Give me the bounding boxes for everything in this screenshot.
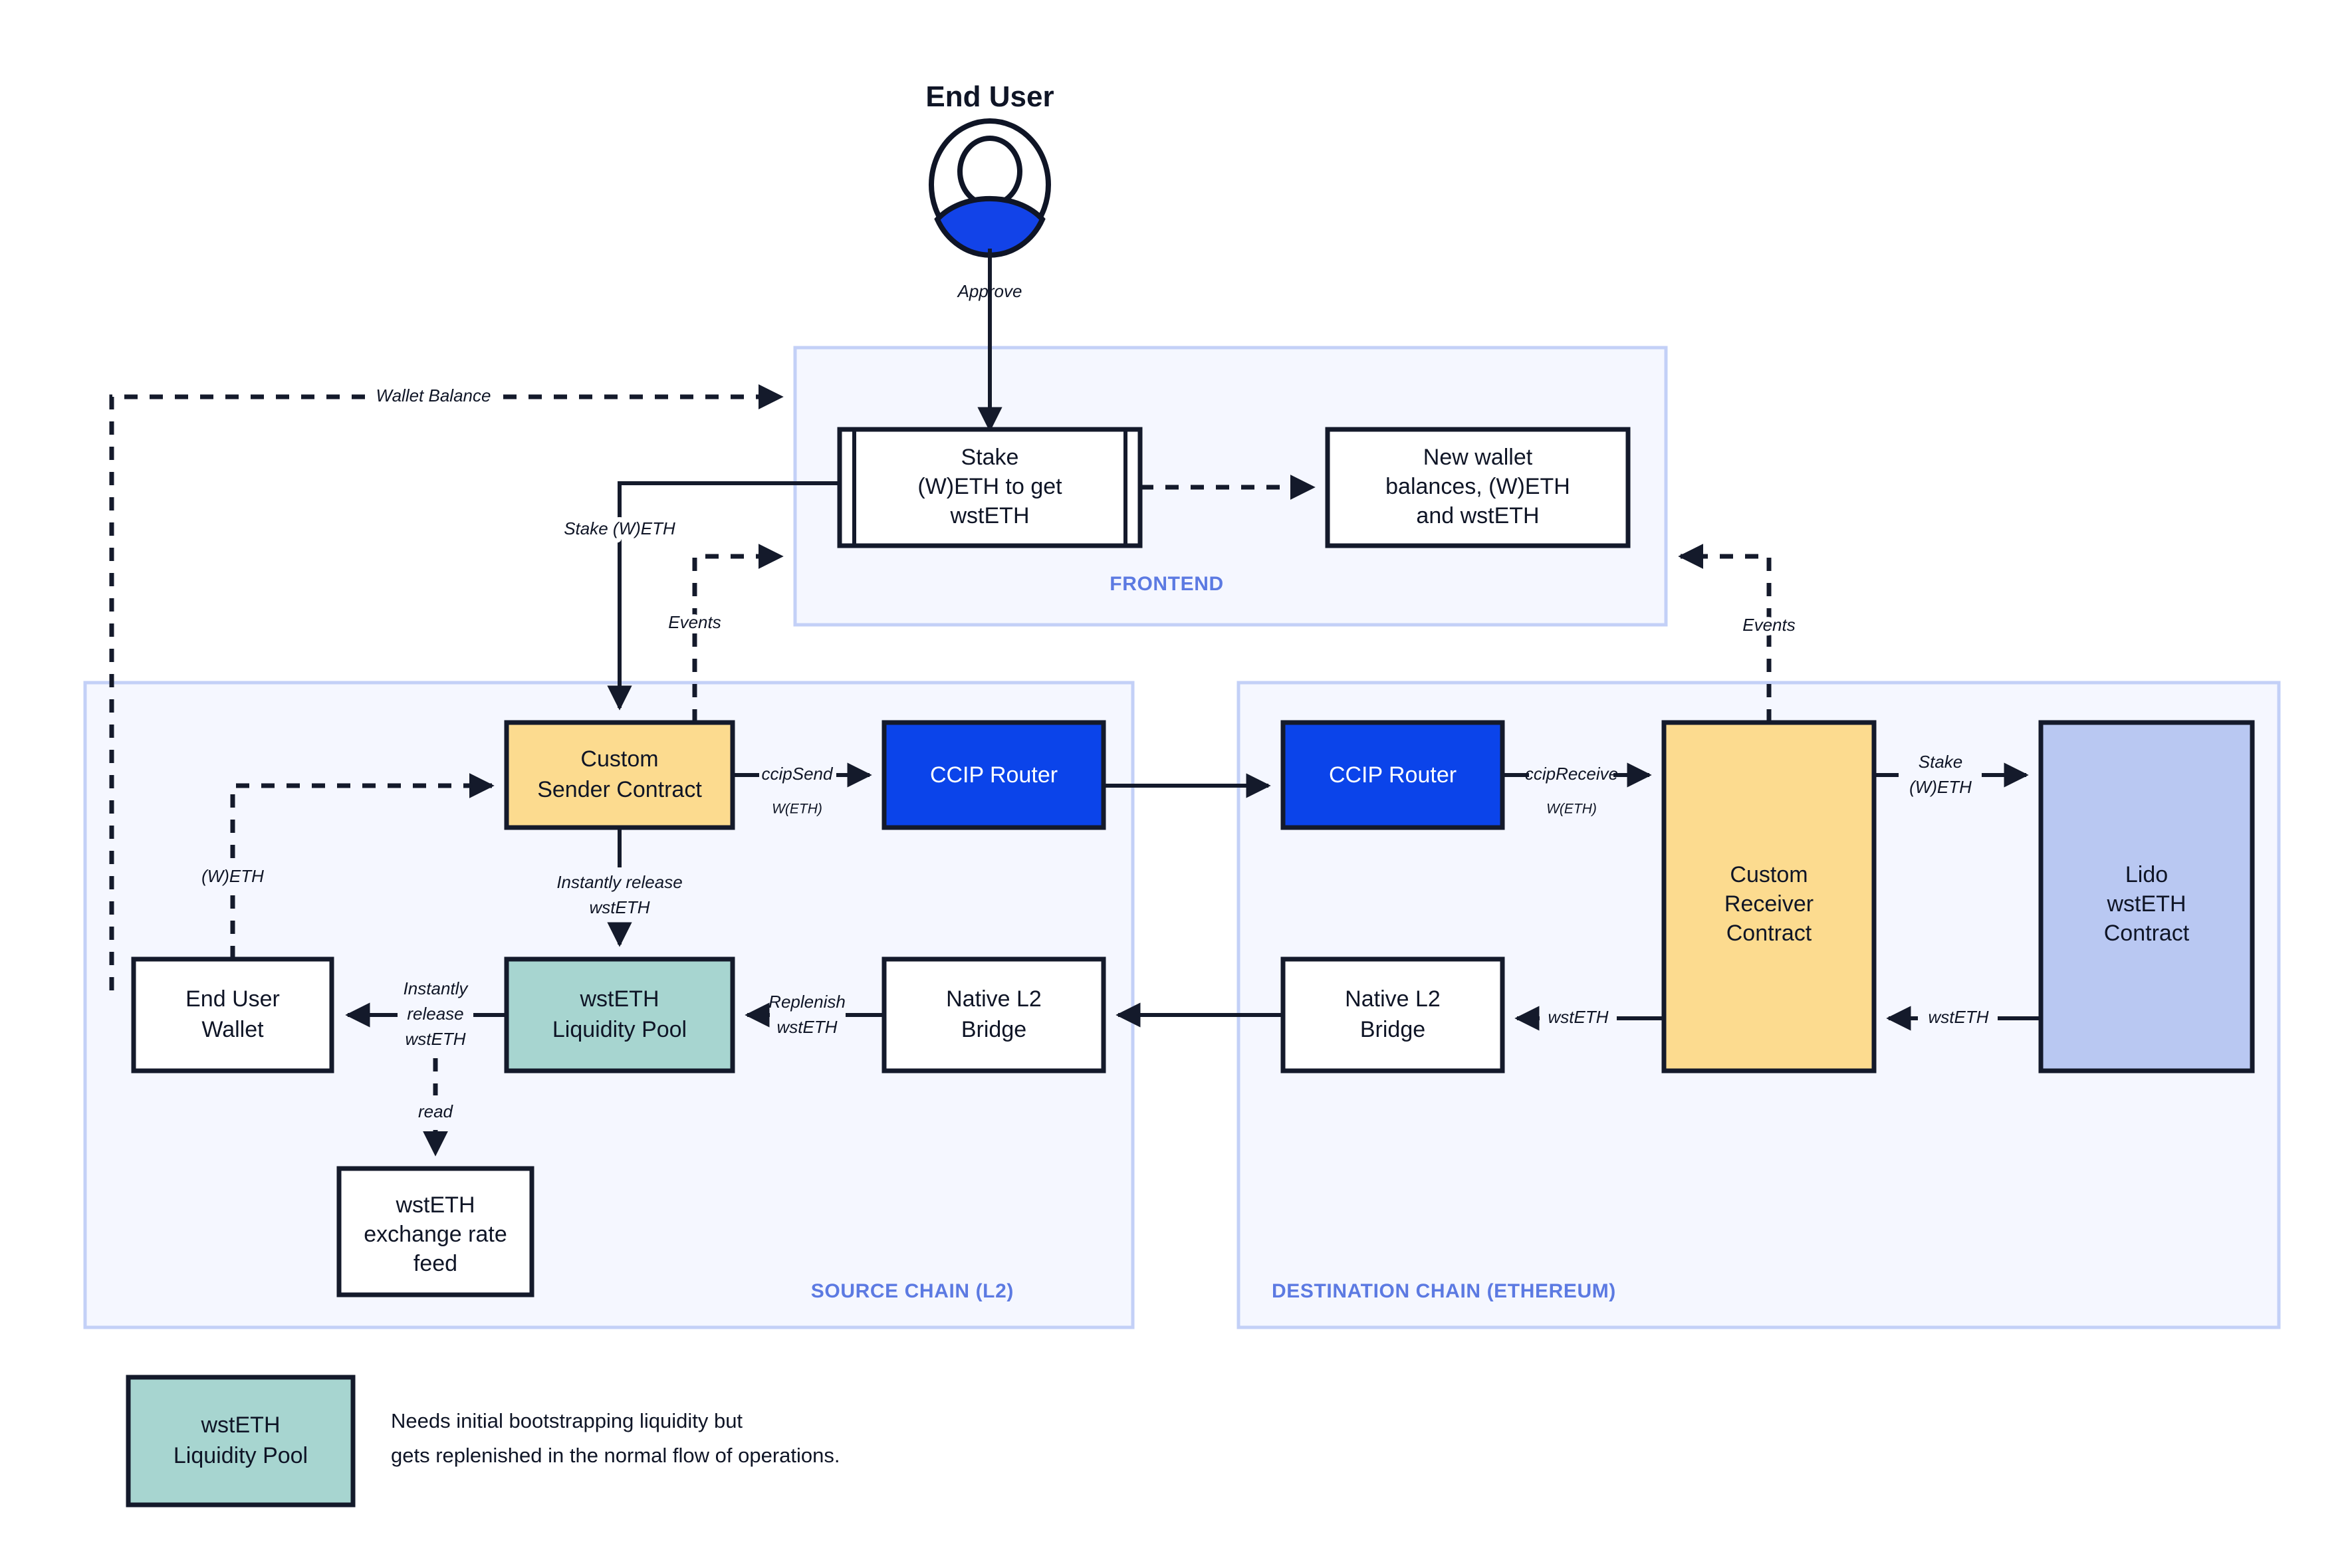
edge-release-wallet-line1: Instantly xyxy=(404,978,469,998)
node-stake-form-line1: Stake xyxy=(961,445,1019,470)
node-wsteth-liquidity-pool[interactable]: wstETH Liquidity Pool xyxy=(504,956,735,1073)
node-new-balances[interactable]: New wallet balances, (W)ETH and wstETH xyxy=(1325,427,1631,548)
node-end-user-wallet[interactable]: End User Wallet xyxy=(131,956,334,1073)
node-stake-form-line2: (W)ETH to get xyxy=(917,474,1062,499)
legend-swatch-line2: Liquidity Pool xyxy=(174,1443,308,1468)
node-bridge-source-line2: Bridge xyxy=(961,1017,1026,1042)
edge-replenish-line1: Replenish xyxy=(768,992,846,1012)
edge-stake-weth-label: Stake (W)ETH xyxy=(564,518,675,538)
edge-wallet-balance xyxy=(109,384,784,990)
container-destination-chain-label: DESTINATION CHAIN (ETHEREUM) xyxy=(1272,1280,1616,1302)
edge-ccipsend-label: ccipSend xyxy=(762,764,834,784)
node-stake-form[interactable]: Stake (W)ETH to get wstETH xyxy=(837,427,1143,548)
node-rate-feed-line2: exchange rate xyxy=(364,1222,507,1247)
container-source-chain-label: SOURCE CHAIN (L2) xyxy=(811,1280,1014,1302)
node-end-user-wallet-line1: End User xyxy=(185,986,280,1012)
edge-wallet-balance-label: Wallet Balance xyxy=(376,386,491,405)
edge-read-label: read xyxy=(418,1101,454,1121)
edge-events-source xyxy=(692,544,784,723)
node-native-l2-bridge-source[interactable]: Native L2 Bridge xyxy=(881,956,1106,1073)
user-avatar-icon xyxy=(929,118,1051,258)
node-native-l2-bridge-dest[interactable]: Native L2 Bridge xyxy=(1280,956,1505,1073)
edge-events-source-label: Events xyxy=(668,612,721,632)
node-end-user-wallet-line2: Wallet xyxy=(201,1017,264,1042)
end-user-title: End User xyxy=(925,80,1054,113)
legend-swatch-line1: wstETH xyxy=(201,1412,281,1438)
node-stake-form-line3: wstETH xyxy=(950,503,1030,528)
edge-approve-label: Approve xyxy=(957,281,1022,301)
node-custom-sender-line2: Sender Contract xyxy=(537,777,702,802)
edge-ccipreceive-label: ccipReceive xyxy=(1525,764,1618,784)
edge-wsteth-receiver-label: wstETH xyxy=(1548,1007,1609,1027)
node-new-balances-line3: and wstETH xyxy=(1416,503,1539,528)
node-bridge-source-line1: Native L2 xyxy=(946,986,1042,1012)
legend-swatch: wstETH Liquidity Pool xyxy=(126,1375,356,1508)
node-ccip-router-dest-label: CCIP Router xyxy=(1329,762,1457,788)
node-lido-line3: Contract xyxy=(2104,921,2190,946)
node-new-balances-line1: New wallet xyxy=(1423,445,1533,470)
node-liquidity-pool-line2: Liquidity Pool xyxy=(552,1017,687,1042)
edge-ccipsend-sublabel: W(ETH) xyxy=(772,802,822,817)
edge-stake-weth xyxy=(607,481,840,711)
edge-weth-to-sender xyxy=(230,773,495,959)
node-ccip-router-source-label: CCIP Router xyxy=(930,762,1058,788)
node-liquidity-pool-line1: wstETH xyxy=(580,986,659,1012)
node-bridge-dest-line2: Bridge xyxy=(1360,1017,1425,1042)
container-frontend-label: FRONTEND xyxy=(1110,573,1223,595)
edge-stake-lido-line1: Stake xyxy=(1919,752,1963,772)
edge-release-pool-line2: wstETH xyxy=(590,897,650,917)
node-ccip-router-dest[interactable]: CCIP Router xyxy=(1280,720,1505,830)
edge-events-dest xyxy=(1678,544,1772,723)
edge-events-dest-label: Events xyxy=(1742,615,1796,635)
node-bridge-dest-line1: Native L2 xyxy=(1345,986,1441,1012)
node-lido-line1: Lido xyxy=(2125,862,2168,887)
edge-release-wallet-line3: wstETH xyxy=(406,1029,466,1049)
edge-ccipreceive-sublabel: W(ETH) xyxy=(1546,802,1597,817)
edge-release-pool-line1: Instantly release xyxy=(556,872,682,892)
node-rate-feed-line3: feed xyxy=(413,1251,457,1276)
node-wsteth-rate-feed[interactable]: wstETH exchange rate feed xyxy=(336,1166,534,1297)
edge-wsteth-lido-label: wstETH xyxy=(1929,1007,1989,1027)
node-custom-receiver-contract[interactable]: Custom Receiver Contract xyxy=(1661,720,1877,1073)
node-custom-sender-line1: Custom xyxy=(580,746,658,772)
node-custom-receiver-line1: Custom xyxy=(1730,862,1808,887)
node-custom-sender-contract[interactable]: Custom Sender Contract xyxy=(504,720,735,830)
node-lido-wsteth-contract[interactable]: Lido wstETH Contract xyxy=(2038,720,2255,1073)
legend-note-line2: gets replenished in the normal flow of o… xyxy=(391,1444,840,1467)
node-custom-receiver-line2: Receiver xyxy=(1724,891,1814,917)
edge-replenish-line2: wstETH xyxy=(777,1017,838,1037)
node-rate-feed-line1: wstETH xyxy=(396,1192,475,1218)
node-custom-receiver-line3: Contract xyxy=(1726,921,1812,946)
legend-note-line1: Needs initial bootstrapping liquidity bu… xyxy=(391,1409,743,1432)
edge-release-wallet-line2: release xyxy=(407,1004,463,1024)
edge-weth-to-sender-label: (W)ETH xyxy=(201,866,264,886)
node-new-balances-line2: balances, (W)ETH xyxy=(1385,474,1570,499)
node-ccip-router-source[interactable]: CCIP Router xyxy=(881,720,1106,830)
node-lido-line2: wstETH xyxy=(2107,891,2186,917)
edge-stake-lido-line2: (W)ETH xyxy=(1909,777,1972,797)
